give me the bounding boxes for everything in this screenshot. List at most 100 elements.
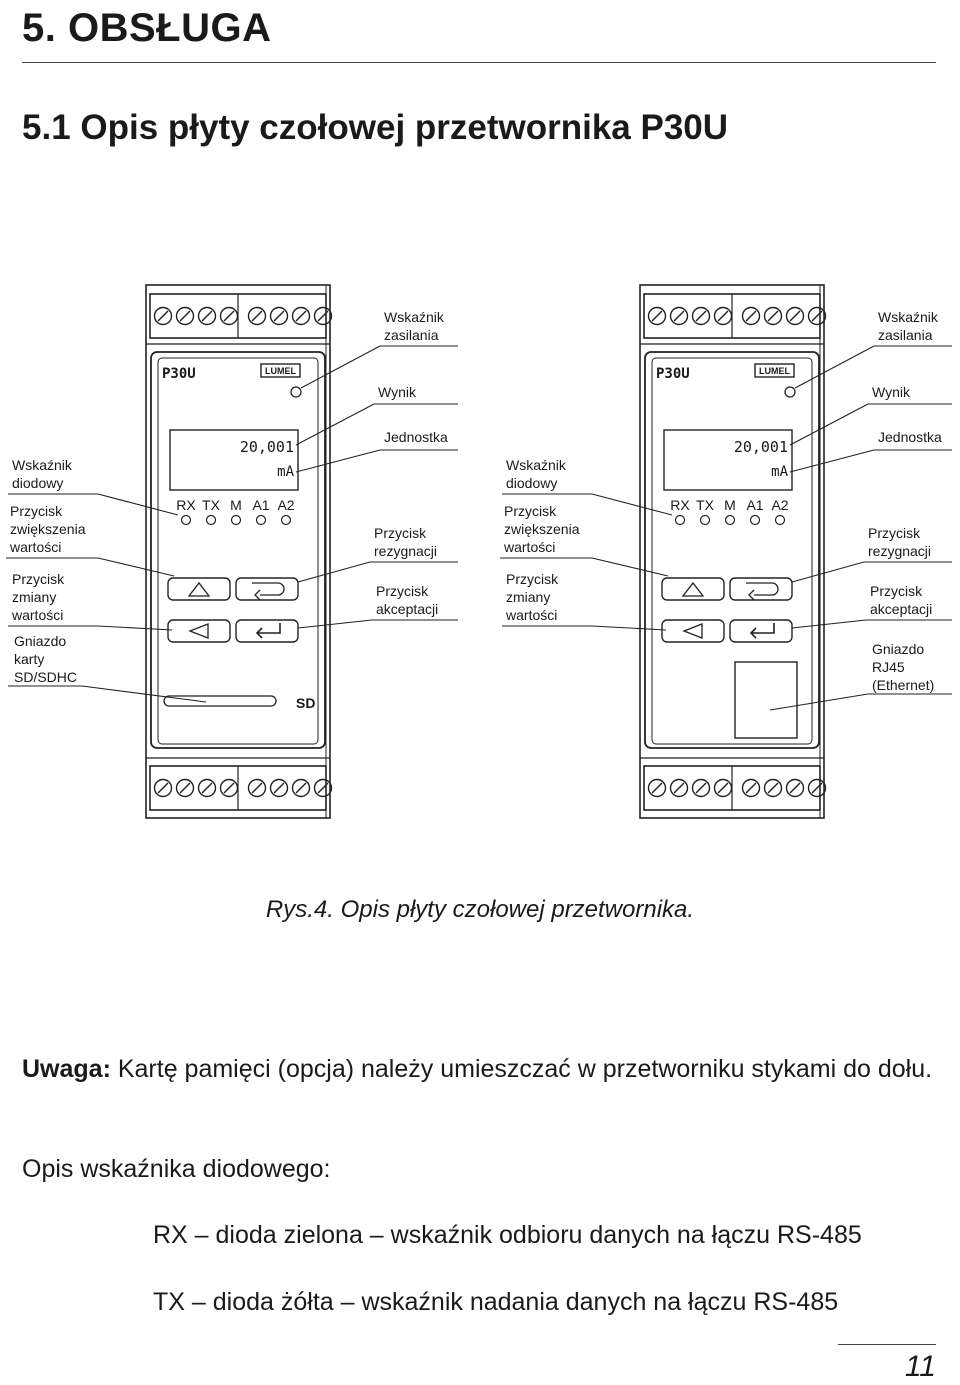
front-panel-inner [157, 357, 319, 745]
callout-diodowy-line: Wskaźnik [506, 457, 567, 473]
callout-zwiekszenia-line: Przycisk [504, 503, 557, 519]
screw-slot [673, 310, 685, 322]
screw-slot [695, 310, 707, 322]
led-icon [674, 514, 686, 526]
lcd-display [169, 429, 299, 491]
callout-rezygnacji-line: rezygnacji [868, 543, 931, 559]
terminal-screw-icon [291, 306, 311, 326]
screw-slot [223, 782, 235, 794]
terminal-screw-icon [669, 778, 689, 798]
enter-button [729, 619, 793, 643]
return-button [235, 577, 299, 601]
led-icon [774, 514, 786, 526]
note-text: Kartę pamięci (opcja) należy umieszczać … [110, 1055, 933, 1083]
device-housing [639, 284, 825, 819]
callout-akceptacji-line: akceptacji [870, 601, 932, 617]
terminal-screw-icon [247, 778, 267, 798]
led-icon [180, 514, 192, 526]
led-label: TX [696, 497, 715, 513]
front-panel [644, 351, 820, 749]
terminal-screw-icon [763, 778, 783, 798]
title-divider [22, 62, 936, 63]
callout-jednostka-line: Jednostka [384, 429, 448, 445]
left-arrow-button [167, 619, 231, 643]
up-arrow-icon [681, 581, 705, 597]
terminal-screw-icon [691, 306, 711, 326]
screw-slot [767, 782, 779, 794]
screw-slot [157, 782, 169, 794]
led-label: RX [670, 497, 690, 513]
callout-zwiekszenia-line: wartości [9, 539, 61, 555]
terminal-screw-icon [313, 778, 333, 798]
up-arrow-icon [187, 581, 211, 597]
sd-card-slot [163, 695, 277, 707]
callout-zasilania-line: zasilania [384, 327, 439, 343]
device-housing [145, 284, 331, 819]
screw-slot [745, 310, 757, 322]
callout-zwiekszenia-line: zwiększenia [504, 521, 580, 537]
callout-leader [97, 493, 179, 516]
callout-leader [297, 619, 373, 629]
callout-zasilania-line: Wskaźnik [878, 309, 939, 325]
callout-zmiany-line: Przycisk [506, 571, 559, 587]
terminal-screw-icon [713, 306, 733, 326]
callouts-rj45: WskaźnikzasilaniaWynikJednostkaPrzyciskr… [500, 309, 952, 711]
led-icon [230, 514, 242, 526]
led-label: A1 [252, 497, 269, 513]
return-icon [746, 582, 779, 601]
screw-slot [295, 310, 307, 322]
terminal-screw-icon [669, 306, 689, 326]
led-heading: Opis wskaźnika diodowego: [22, 1155, 331, 1183]
callout-leader [791, 561, 865, 583]
callout-leader [300, 345, 381, 389]
note-label: Uwaga: [22, 1055, 111, 1083]
enter-button [235, 619, 299, 643]
enter-icon [749, 623, 775, 639]
screw-slot [273, 782, 285, 794]
terminal-screw-icon [807, 778, 827, 798]
callout-leader [97, 625, 173, 631]
screw-slot [717, 310, 729, 322]
brand-logo-text: LUMEL [759, 366, 790, 376]
brand-logo-text: LUMEL [265, 366, 296, 376]
callout-akceptacji-line: Przycisk [870, 583, 923, 599]
screw-slot [157, 310, 169, 322]
terminal-screw-icon [647, 778, 667, 798]
enter-icon [255, 623, 281, 639]
screw-slot [295, 782, 307, 794]
callout-jednostka-line: Jednostka [878, 429, 942, 445]
screw-slot [201, 310, 213, 322]
terminal-screw-icon [219, 306, 239, 326]
section-title: 5.1 Opis płyty czołowej przetwornika P30… [22, 108, 729, 147]
screw-slot [695, 782, 707, 794]
callout-gniazdo-sd-line: SD/SDHC [14, 669, 77, 685]
terminal-screw-icon [175, 306, 195, 326]
screw-slot [317, 782, 329, 794]
led-label: TX [202, 497, 221, 513]
terminal-screw-icon [269, 778, 289, 798]
callout-zmiany-line: wartości [505, 607, 557, 623]
model-label: P30U [656, 366, 690, 382]
terminal-screw-icon [741, 306, 761, 326]
callout-zmiany-line: zmiany [12, 589, 56, 605]
screw-slot [223, 310, 235, 322]
left-arrow-icon [188, 623, 209, 639]
terminal-screw-icon [741, 778, 761, 798]
led-icon [724, 514, 736, 526]
chapter-title: 5. OBSŁUGA [22, 6, 272, 50]
power-indicator-icon [290, 386, 302, 398]
callout-zwiekszenia-line: zwiększenia [10, 521, 86, 537]
front-panel-inner [651, 357, 813, 745]
display-unit: mA [277, 464, 294, 480]
callout-zwiekszenia-line: Przycisk [10, 503, 63, 519]
callout-leader [295, 449, 381, 473]
callout-leader [789, 403, 869, 446]
led-rx-description: RX – dioda zielona – wskaźnik odbioru da… [153, 1221, 862, 1249]
callout-zmiany-line: wartości [11, 607, 63, 623]
callout-leader [794, 345, 875, 389]
screw-slot [251, 782, 263, 794]
up-arrow-button [661, 577, 725, 601]
callout-leader [81, 685, 207, 703]
screw-slot [179, 782, 191, 794]
